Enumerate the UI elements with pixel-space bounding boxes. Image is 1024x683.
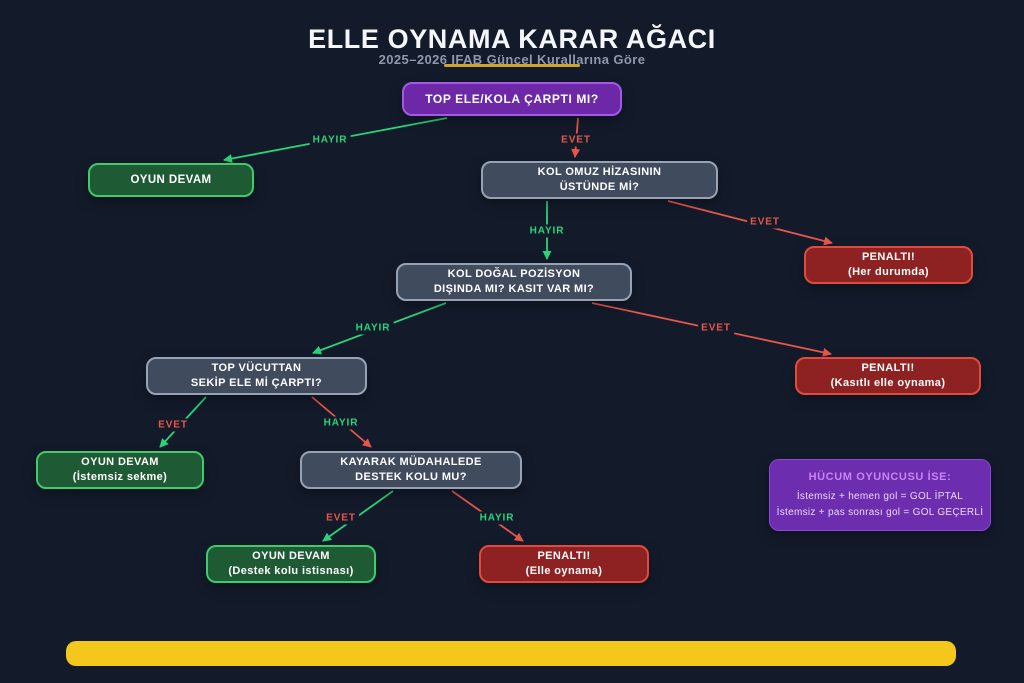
node-penalti-kasitli: PENALTI! (Kasıtlı elle oynama): [795, 357, 981, 395]
node-penalti-kasitli-line2: (Kasıtlı elle oynama): [830, 377, 946, 389]
page-subtitle: 2025–2026 IFAB Güncel Kurallarına Göre: [378, 52, 646, 67]
node-oyun-devam-destek-line1: OYUN DEVAM: [252, 550, 330, 562]
node-penalti-her-durumda-line1: PENALTI!: [861, 251, 916, 263]
node-kol-dogal-line1: KOL DOĞAL POZİSYON: [447, 268, 581, 280]
node-oyun-devam-istemsiz-line2: (İstemsiz sekme): [72, 471, 168, 483]
edge-label-evet-4: EVET: [155, 418, 191, 432]
edge-label-evet-3: EVET: [698, 321, 734, 335]
node-root-question: TOP ELE/KOLA ÇARPTI MI?: [402, 82, 622, 116]
info-box-line2: İstemsiz + pas sonrası gol = GOL GEÇERLİ: [776, 506, 984, 518]
subtitle-underline: [444, 64, 580, 67]
node-kayarak-line1: KAYARAK MÜDAHALEDE: [340, 456, 482, 468]
edge-label-hayir-2: HAYIR: [526, 224, 568, 238]
node-kol-dogal-question: KOL DOĞAL POZİSYON DIŞINDA MI? KASIT VAR…: [396, 263, 632, 301]
node-oyun-devam-1: OYUN DEVAM: [88, 163, 254, 197]
info-box-line1: İstemsiz + hemen gol = GOL İPTAL: [796, 491, 964, 502]
node-kol-omuz-line2: ÜSTÜNDE Mİ?: [559, 181, 640, 193]
node-oyun-devam-1-text: OYUN DEVAM: [130, 173, 212, 186]
node-top-vucuttan-line2: SEKİP ELE Mİ ÇARPTI?: [190, 377, 323, 389]
edge-label-hayir-4: HAYIR: [320, 416, 362, 430]
node-kol-dogal-line2: DIŞINDA MI? KASIT VAR MI?: [433, 283, 595, 295]
node-oyun-devam-istemsiz-line1: OYUN DEVAM: [81, 456, 159, 468]
edge-label-evet-5: EVET: [323, 511, 359, 525]
node-oyun-devam-destek-line2: (Destek kolu istisnası): [228, 565, 354, 577]
node-penalti-elle-line2: (Elle oynama): [525, 565, 603, 577]
node-kayarak-question: KAYARAK MÜDAHALEDE DESTEK KOLU MU?: [300, 451, 522, 489]
edge-label-hayir-5: HAYIR: [476, 511, 518, 525]
edge-label-evet-2: EVET: [747, 215, 783, 229]
edge-label-hayir-3: HAYIR: [352, 321, 394, 335]
node-root-text: TOP ELE/KOLA ÇARPTI MI?: [425, 91, 599, 106]
node-penalti-elle-line1: PENALTI!: [537, 550, 591, 562]
bottom-accent-bar: [66, 641, 956, 666]
node-penalti-kasitli-line1: PENALTI!: [861, 362, 915, 374]
node-top-vucuttan-question: TOP VÜCUTTAN SEKİP ELE Mİ ÇARPTI?: [146, 357, 367, 395]
node-oyun-devam-istemsiz: OYUN DEVAM (İstemsiz sekme): [36, 451, 204, 489]
node-kayarak-line2: DESTEK KOLU MU?: [355, 471, 467, 483]
attacker-rule-info-box: HÜCUM OYUNCUSU İSE: İstemsiz + hemen gol…: [769, 459, 991, 531]
info-box-title: HÜCUM OYUNCUSU İSE:: [808, 471, 952, 483]
node-top-vucuttan-line1: TOP VÜCUTTAN: [211, 362, 302, 374]
edge-label-evet-1: EVET: [558, 133, 594, 147]
node-kol-omuz-question: KOL OMUZ HİZASININ ÜSTÜNDE Mİ?: [481, 161, 718, 199]
node-oyun-devam-destek: OYUN DEVAM (Destek kolu istisnası): [206, 545, 376, 583]
edge-label-hayir-1: HAYIR: [309, 133, 351, 147]
page-title: ELLE OYNAMA KARAR AĞACI: [308, 24, 716, 54]
node-penalti-her-durumda: PENALTI! (Her durumda): [804, 246, 973, 284]
node-penalti-elle: PENALTI! (Elle oynama): [479, 545, 649, 583]
node-kol-omuz-line1: KOL OMUZ HİZASININ: [537, 166, 662, 178]
node-penalti-her-durumda-line2: (Her durumda): [848, 266, 929, 278]
